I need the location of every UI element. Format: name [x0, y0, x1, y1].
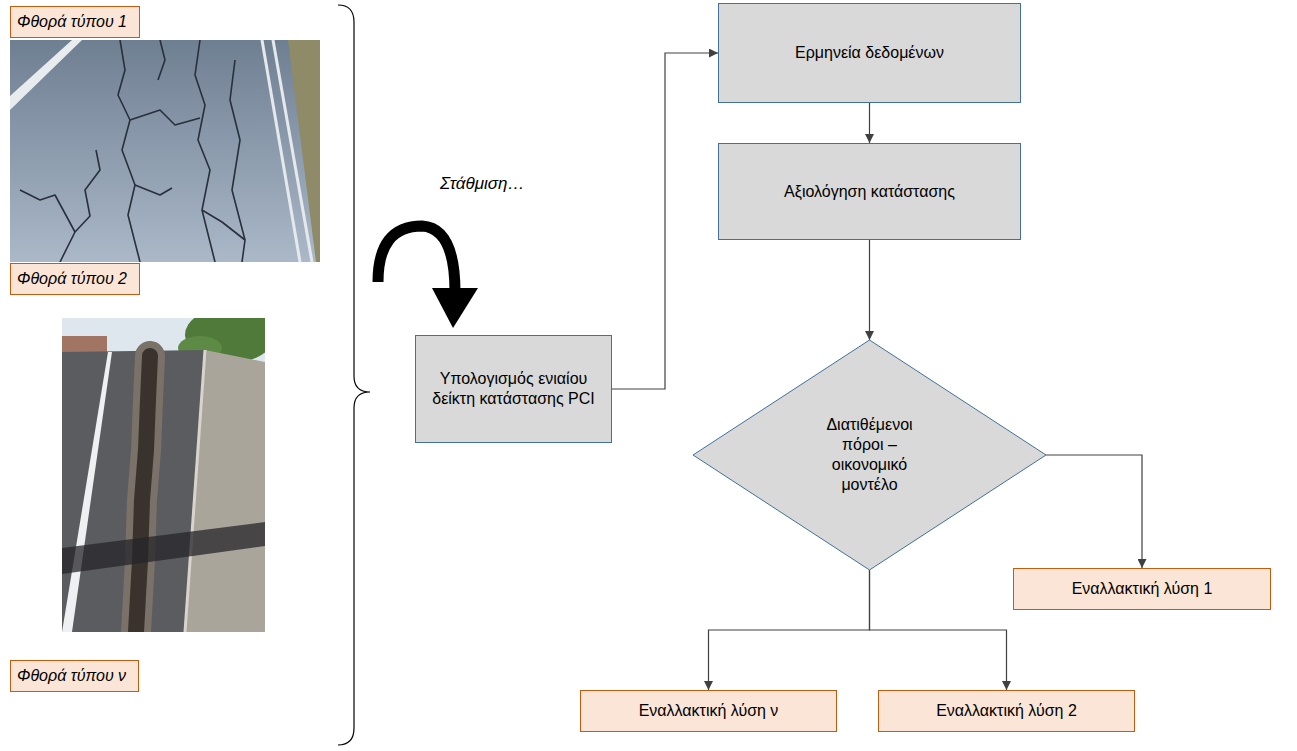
- text-block: Φθορά τύπου ν: [17, 666, 126, 686]
- text-block: Υπολογισμός ενιαίου δείκτη κατάστασης PC…: [429, 369, 599, 409]
- pothole-photo: [62, 318, 265, 632]
- flow-arrow: [869, 103, 870, 143]
- curly-brace: [338, 5, 370, 745]
- flow-arrow: [1046, 455, 1142, 568]
- node-label: Φθορά τύπου 1: [17, 12, 127, 32]
- node-label: Φθορά τύπου ν: [17, 666, 126, 686]
- text-block: Εναλλακτική λύση ν: [594, 701, 824, 721]
- text-block: Εναλλακτική λύση 2: [892, 701, 1122, 721]
- solution-box: Εναλλακτική λύση 1: [1013, 568, 1271, 610]
- text-block: Εναλλακτική λύση 1: [1027, 579, 1257, 599]
- damage-type-tag: Φθορά τύπου ν: [10, 660, 139, 692]
- flow-arrow: [870, 570, 1007, 690]
- node-label: Διατιθέμενοι πόροι – οικονομικό μοντέλο: [805, 415, 935, 495]
- diamond-outline: [693, 340, 1046, 570]
- text-block: Φθορά τύπου 1: [17, 12, 127, 32]
- node-label: Υπολογισμός ενιαίου δείκτη κατάστασης PC…: [429, 369, 599, 409]
- flow-arrow: [869, 240, 870, 340]
- solution-box: Εναλλακτική λύση ν: [580, 690, 837, 732]
- text-block: Διατιθέμενοι πόροι – οικονομικό μοντέλο: [805, 415, 935, 495]
- process-box: Ερμηνεία δεδομένων: [718, 3, 1021, 103]
- node-label: Εναλλακτική λύση ν: [594, 701, 824, 721]
- node-label: Αξιολόγηση κατάστασης: [735, 182, 1005, 202]
- flow-arrow: [709, 570, 870, 690]
- text-block: Φθορά τύπου 2: [17, 269, 127, 289]
- process-box: Υπολογισμός ενιαίου δείκτη κατάστασης PC…: [415, 335, 612, 443]
- curved-arrow: [378, 226, 478, 328]
- flow-arrow: [612, 53, 718, 389]
- weighting-note: Στάθμιση…: [440, 174, 524, 194]
- crack-photo: [10, 40, 320, 262]
- solution-box: Εναλλακτική λύση 2: [878, 690, 1135, 732]
- node-label: Εναλλακτική λύση 2: [892, 701, 1122, 721]
- damage-type-tag: Φθορά τύπου 2: [10, 263, 140, 295]
- damage-type-tag: Φθορά τύπου 1: [10, 6, 140, 38]
- node-label: Ερμηνεία δεδομένων: [735, 43, 1005, 63]
- decision-diamond: Διατιθέμενοι πόροι – οικονομικό μοντέλο: [693, 340, 1046, 570]
- process-box: Αξιολόγηση κατάστασης: [718, 143, 1021, 240]
- text-block: Ερμηνεία δεδομένων: [735, 43, 1005, 63]
- node-label: Εναλλακτική λύση 1: [1027, 579, 1257, 599]
- text-block: Αξιολόγηση κατάστασης: [735, 182, 1005, 202]
- node-label: Φθορά τύπου 2: [17, 269, 127, 289]
